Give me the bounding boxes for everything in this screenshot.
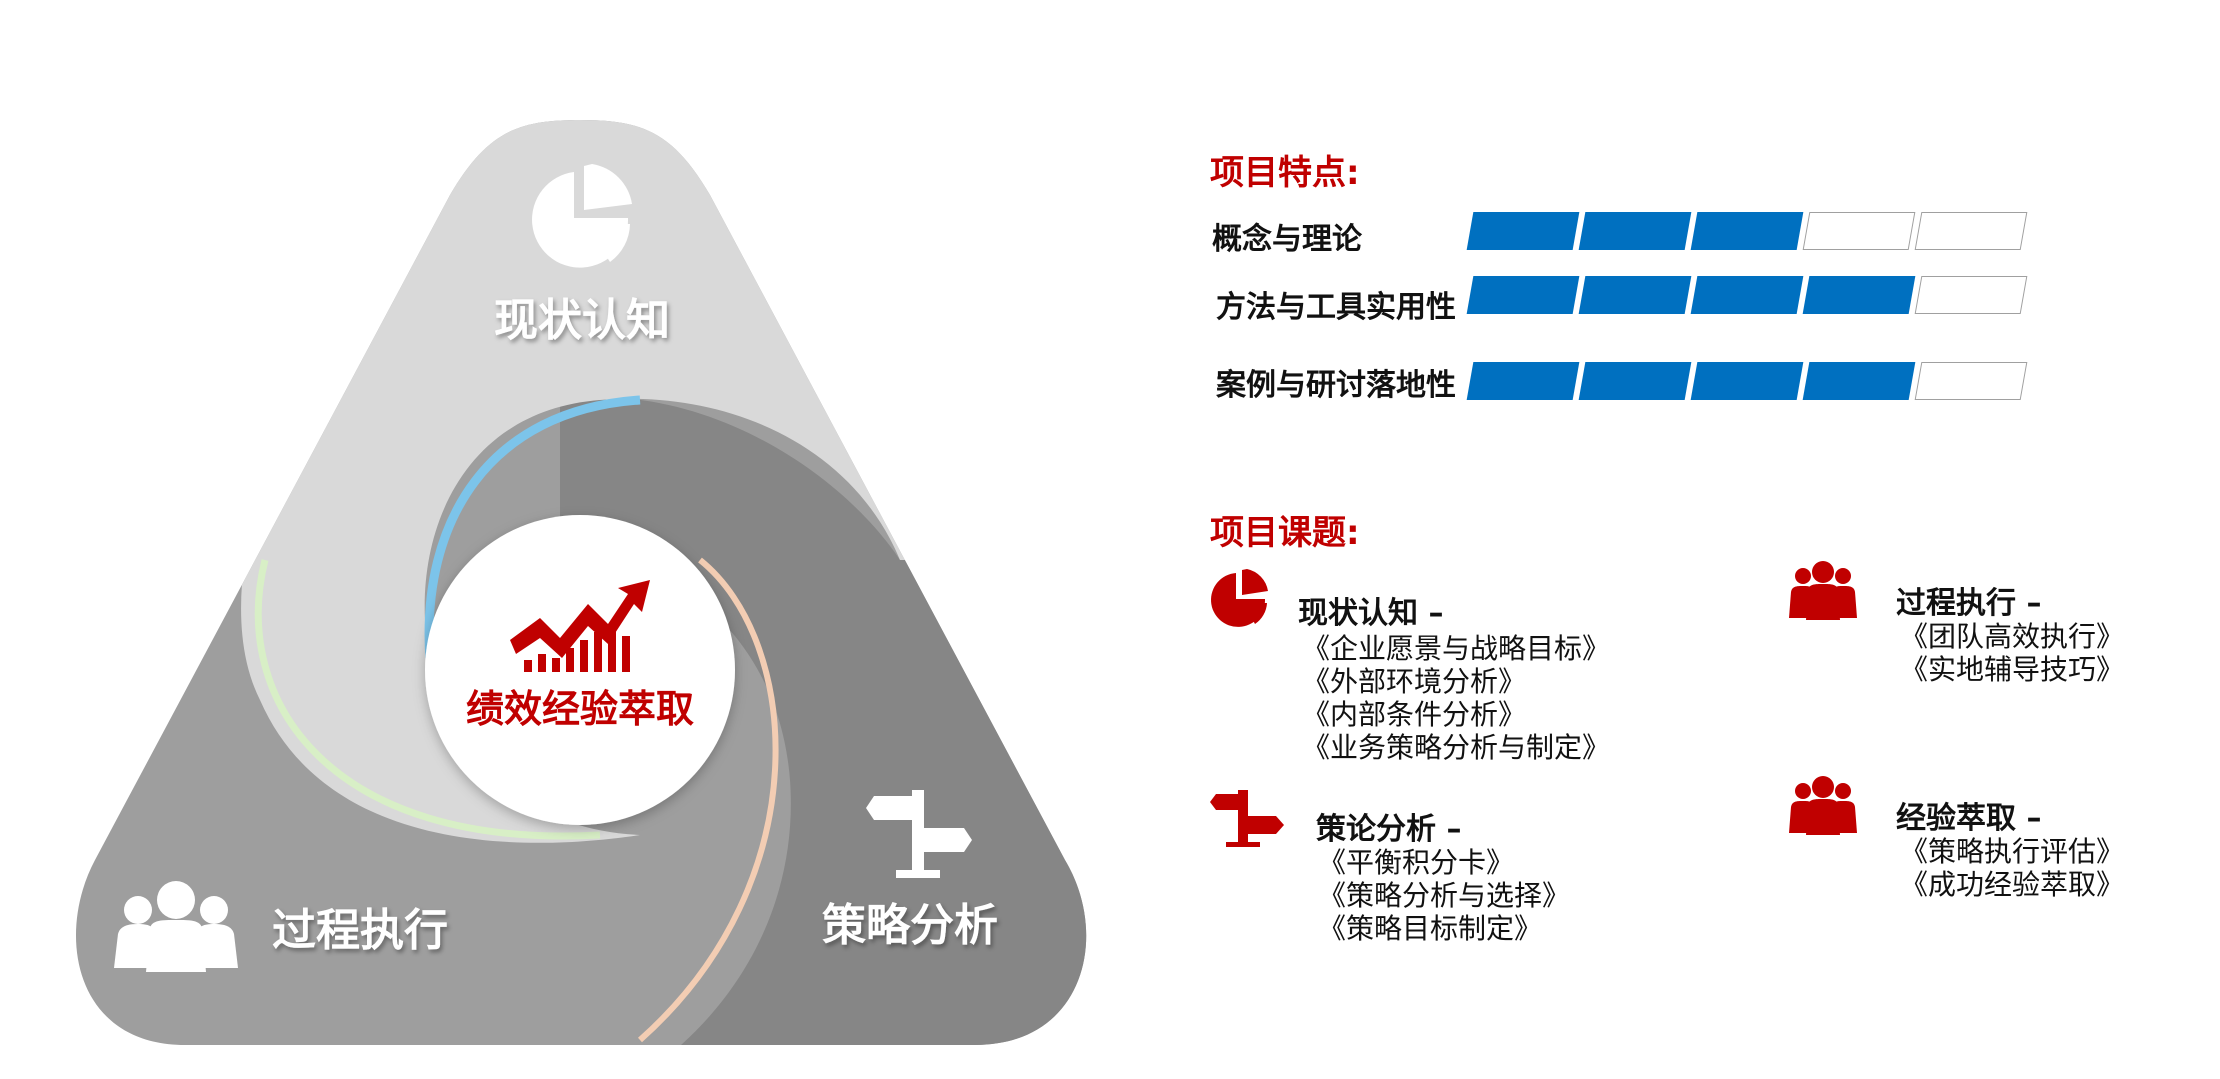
list-item: 《企业愿景与战略目标》 <box>1302 632 1611 665</box>
topic-process-list: 《团队高效执行》 《实地辅导技巧》 <box>1900 620 2124 686</box>
rating-segment-empty <box>1914 276 2028 314</box>
features-heading: 项目特点: <box>1210 153 1360 193</box>
topic-status-title: 现状认知 – <box>1298 596 1444 631</box>
rating-segment-empty <box>1914 212 2028 250</box>
green-swirl-accent <box>254 559 601 840</box>
list-item: 《业务策略分析与制定》 <box>1302 731 1611 764</box>
pie-chart-icon <box>532 164 632 268</box>
topic-experience-list: 《策略执行评估》 《成功经验萃取》 <box>1900 835 2124 901</box>
list-item: 《策略执行评估》 <box>1900 835 2125 868</box>
rating-segment-empty <box>1802 212 1916 250</box>
segment-strategy-label: 策略分析 <box>822 900 998 951</box>
topic-experience-title: 经验萃取 – <box>1896 801 2042 836</box>
rating-segment-filled <box>1466 212 1580 250</box>
rising-chart-icon <box>510 580 650 672</box>
blue-swirl-accent <box>424 395 641 661</box>
feature-label-method: 方法与工具实用性 <box>1216 290 1456 325</box>
signpost-icon <box>866 790 972 878</box>
feature-label-concept: 概念与理论 <box>1212 222 1362 257</box>
list-item: 《团队高效执行》 <box>1900 620 2125 653</box>
team-icon <box>1789 776 1857 835</box>
signpost-icon <box>1210 790 1284 847</box>
segment-process-label: 过程执行 <box>272 905 448 956</box>
pie-chart-icon <box>1211 569 1268 627</box>
list-item: 《内部条件分析》 <box>1302 698 1527 731</box>
list-item: 《平衡积分卡》 <box>1318 846 1515 879</box>
segment-status-label: 现状认知 <box>494 295 670 346</box>
process-cycle-diagram: 绩效经验萃取 现状认知 过程执行 策略分析 <box>75 120 1087 1045</box>
topic-status-list: 《企业愿景与战略目标》 《外部环境分析》 《内部条件分析》 《业务策略分析与制定… <box>1302 632 1610 764</box>
rating-segment-empty <box>1914 362 2028 400</box>
list-item: 《策略分析与选择》 <box>1318 879 1571 912</box>
team-icon <box>1789 561 1857 620</box>
rating-bar-case <box>1466 362 2030 400</box>
rating-segment-filled <box>1690 212 1804 250</box>
rating-bar-method <box>1466 276 2030 314</box>
topic-process-title: 过程执行 – <box>1896 586 2042 621</box>
rating-segment-filled <box>1578 276 1692 314</box>
topic-strategy-title: 策论分析 – <box>1316 812 1462 847</box>
list-item: 《外部环境分析》 <box>1302 665 1527 698</box>
center-title: 绩效经验萃取 <box>466 687 694 731</box>
list-item: 《策略目标制定》 <box>1318 912 1543 945</box>
topics-heading: 项目课题: <box>1210 513 1360 553</box>
rating-segment-filled <box>1578 362 1692 400</box>
feature-label-case: 案例与研讨落地性 <box>1216 368 1456 403</box>
list-item: 《成功经验萃取》 <box>1900 868 2125 901</box>
rating-segment-filled <box>1466 362 1580 400</box>
list-item: 《实地辅导技巧》 <box>1900 653 2125 686</box>
rating-bar-concept <box>1466 212 2030 250</box>
rating-segment-filled <box>1802 362 1916 400</box>
rating-segment-filled <box>1690 362 1804 400</box>
topic-strategy-list: 《平衡积分卡》 《策略分析与选择》 《策略目标制定》 <box>1318 846 1570 945</box>
rating-segment-filled <box>1802 276 1916 314</box>
team-icon <box>114 881 238 972</box>
rating-segment-filled <box>1466 276 1580 314</box>
peach-swirl-accent <box>638 557 779 1043</box>
rating-segment-filled <box>1690 276 1804 314</box>
rating-segment-filled <box>1578 212 1692 250</box>
